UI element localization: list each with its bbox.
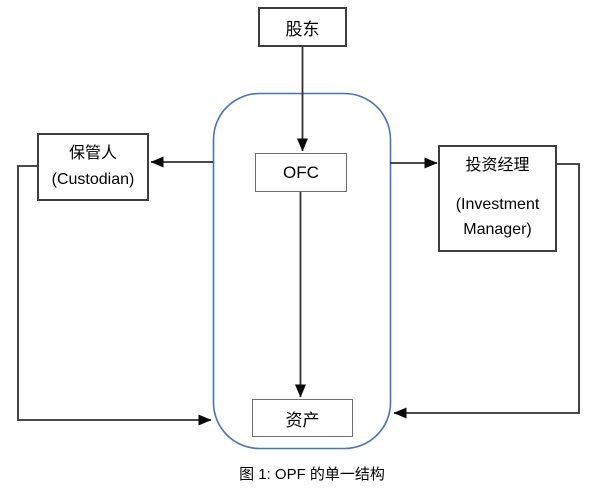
arrow-custodian-to-container-bottom [17,165,212,426]
node-investment-manager: 投资经理 (Investment Manager) [438,145,557,252]
node-shareholder-label: 股东 [285,19,320,39]
node-investment-manager-label-zh: 投资经理 [465,157,530,175]
node-asset: 资产 [252,399,353,437]
node-investment-manager-label-en-line1: (Investment [455,196,540,214]
node-ofc: OFC [255,153,347,192]
node-custodian: 保管人 (Custodian) [37,133,149,201]
figure-caption: 图 1: OPF 的单一结构 [239,466,385,483]
node-ofc-label: OFC [283,162,319,182]
node-asset-label: 资产 [285,410,320,430]
node-custodian-label-zh: 保管人 [68,144,117,162]
node-investment-manager-label-en-line2: Manager) [463,220,532,238]
node-shareholder: 股东 [258,7,347,47]
node-custodian-label-en: (Custodian) [51,171,135,188]
arrow-investment-manager-to-container-bottom [393,163,580,419]
